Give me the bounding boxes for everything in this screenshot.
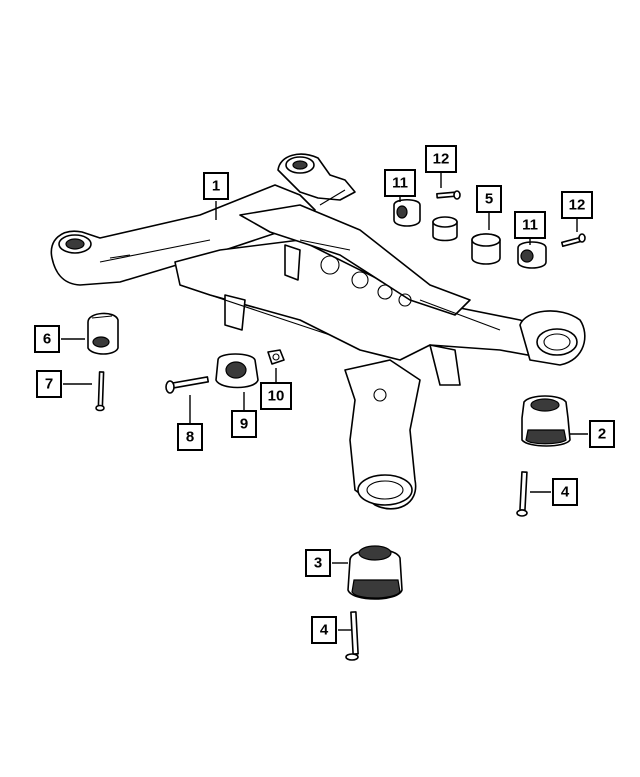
callout-1: 1 bbox=[203, 172, 229, 200]
svg-text:6: 6 bbox=[43, 331, 51, 348]
svg-text:9: 9 bbox=[240, 416, 248, 433]
bracket-bushing-6 bbox=[87, 312, 119, 355]
bolt-12-right bbox=[560, 233, 586, 248]
callout-4-lower: 4 bbox=[311, 616, 337, 644]
svg-text:1: 1 bbox=[212, 178, 220, 195]
svg-text:3: 3 bbox=[314, 555, 322, 572]
callout-10: 10 bbox=[260, 382, 292, 410]
svg-text:11: 11 bbox=[392, 175, 408, 192]
svg-text:12: 12 bbox=[569, 197, 586, 214]
svg-text:5: 5 bbox=[485, 191, 493, 208]
callout-7: 7 bbox=[36, 370, 62, 398]
svg-text:11: 11 bbox=[522, 217, 538, 234]
callout-8: 8 bbox=[177, 423, 203, 451]
callout-3: 3 bbox=[305, 549, 331, 577]
small-bushing-11-right bbox=[517, 241, 547, 269]
long-bolt-lower bbox=[345, 611, 359, 661]
bolt-12-left bbox=[436, 190, 461, 200]
small-bushing-11-left bbox=[393, 198, 421, 227]
svg-text:2: 2 bbox=[598, 426, 606, 443]
crossmember-subframe bbox=[50, 153, 586, 510]
callout-12-left: 12 bbox=[425, 145, 457, 173]
svg-text:8: 8 bbox=[186, 429, 194, 446]
small-bushing-near-12 bbox=[432, 216, 458, 242]
callout-4-right: 4 bbox=[552, 478, 578, 506]
large-bushing-right bbox=[521, 395, 571, 447]
bolt-7 bbox=[95, 371, 105, 412]
nut-10 bbox=[267, 349, 285, 365]
callout-11-left: 11 bbox=[384, 169, 416, 197]
bolt-8 bbox=[165, 376, 210, 394]
bushing-9 bbox=[215, 353, 259, 389]
callout-9: 9 bbox=[231, 410, 257, 438]
leader-lines bbox=[61, 172, 588, 631]
small-bushing-5 bbox=[471, 233, 501, 265]
svg-text:4: 4 bbox=[561, 484, 570, 501]
callout-2: 2 bbox=[589, 420, 615, 448]
svg-text:10: 10 bbox=[268, 388, 285, 405]
callout-11-right: 11 bbox=[514, 211, 546, 239]
callout-12-right: 12 bbox=[561, 191, 593, 219]
svg-text:4: 4 bbox=[320, 622, 329, 639]
callout-6: 6 bbox=[34, 325, 60, 353]
svg-text:12: 12 bbox=[433, 151, 450, 168]
callout-5: 5 bbox=[476, 185, 502, 213]
large-bushing-lower bbox=[347, 545, 403, 600]
long-bolt-right bbox=[516, 471, 528, 517]
svg-text:7: 7 bbox=[45, 376, 53, 393]
